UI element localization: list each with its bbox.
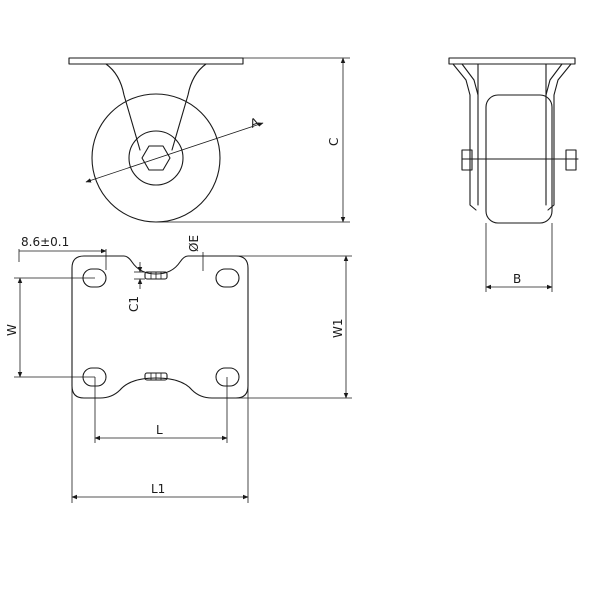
dim-label-C: C bbox=[327, 138, 341, 146]
side-top-plate bbox=[448, 57, 576, 65]
dim-label-L: L bbox=[156, 423, 163, 437]
side-axle-nut-left-icon bbox=[461, 149, 473, 171]
side-bracket-right-inner bbox=[545, 63, 563, 206]
dim-label-W: W bbox=[5, 324, 19, 336]
front-top-plate bbox=[68, 57, 244, 65]
front-axle-nut-icon bbox=[141, 145, 171, 171]
plate-view: 8.6±0.1 ØE C1 W W1 L L1 bbox=[5, 235, 352, 503]
dim-label-A: A bbox=[248, 115, 261, 131]
front-fork-right bbox=[171, 63, 207, 151]
side-bracket-left-inner bbox=[461, 63, 479, 206]
dim-label-E: ØE bbox=[187, 235, 201, 252]
dim-label-L1: L1 bbox=[151, 482, 165, 496]
plate-hole-bottom-right bbox=[215, 367, 240, 387]
side-view: B bbox=[448, 57, 579, 292]
dim-label-W1: W1 bbox=[331, 319, 345, 339]
front-view: A C bbox=[68, 57, 350, 223]
front-wheel bbox=[91, 93, 221, 223]
dim-label-B: B bbox=[513, 272, 521, 286]
dim-line-A bbox=[85, 122, 264, 183]
dim-label-C1: C1 bbox=[127, 296, 141, 312]
front-fork-left bbox=[105, 63, 141, 151]
front-hub bbox=[128, 130, 184, 186]
side-bracket-left bbox=[452, 63, 477, 211]
side-axle-nut-right-icon bbox=[565, 149, 577, 171]
plate-outline bbox=[71, 255, 249, 399]
dim-label-offset: 8.6±0.1 bbox=[21, 235, 69, 249]
plate-hole-top-right bbox=[215, 268, 240, 288]
